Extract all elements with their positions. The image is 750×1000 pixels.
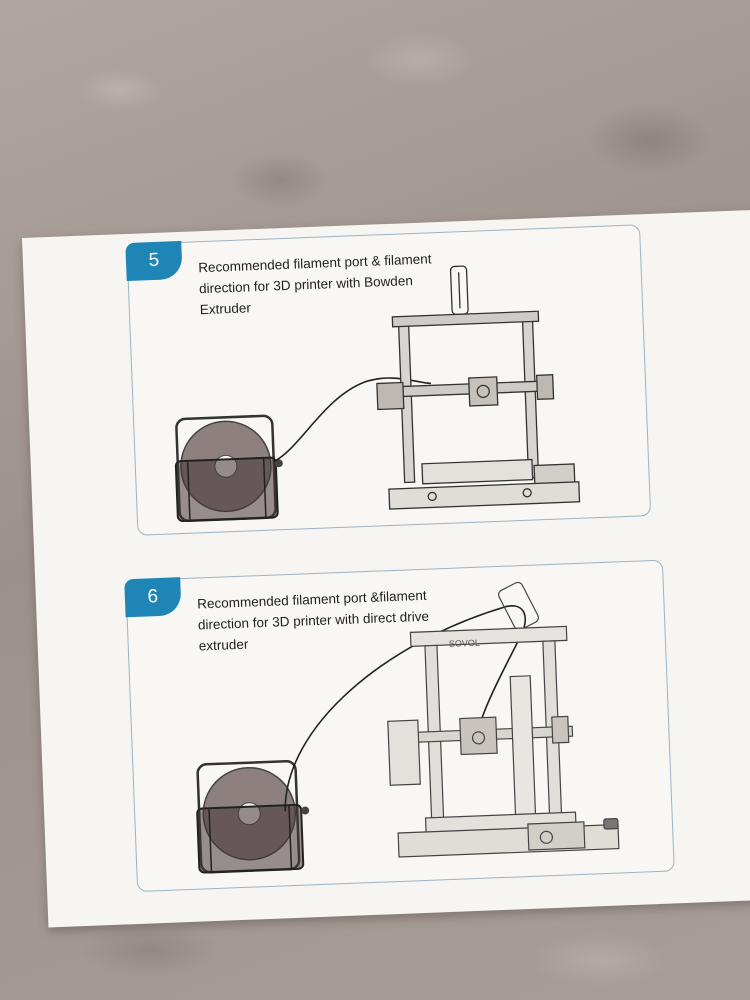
filament-spool-icon — [196, 759, 310, 874]
direct-drive-printer-icon — [387, 581, 620, 858]
step-5-illustration — [174, 265, 581, 523]
bowden-printer-icon — [376, 265, 581, 510]
step-6-panel: 6 Recommended filament port &filament di… — [124, 559, 675, 893]
step-6-illustration: SOVOL — [196, 581, 620, 874]
instruction-card: 5 Recommended filament port & filament d… — [22, 209, 750, 928]
filament-path — [284, 605, 526, 812]
filament-spool-icon — [174, 414, 283, 523]
printer-brand-label: SOVOL — [449, 638, 480, 649]
step-5-panel: 5 Recommended filament port & filament d… — [125, 224, 652, 536]
